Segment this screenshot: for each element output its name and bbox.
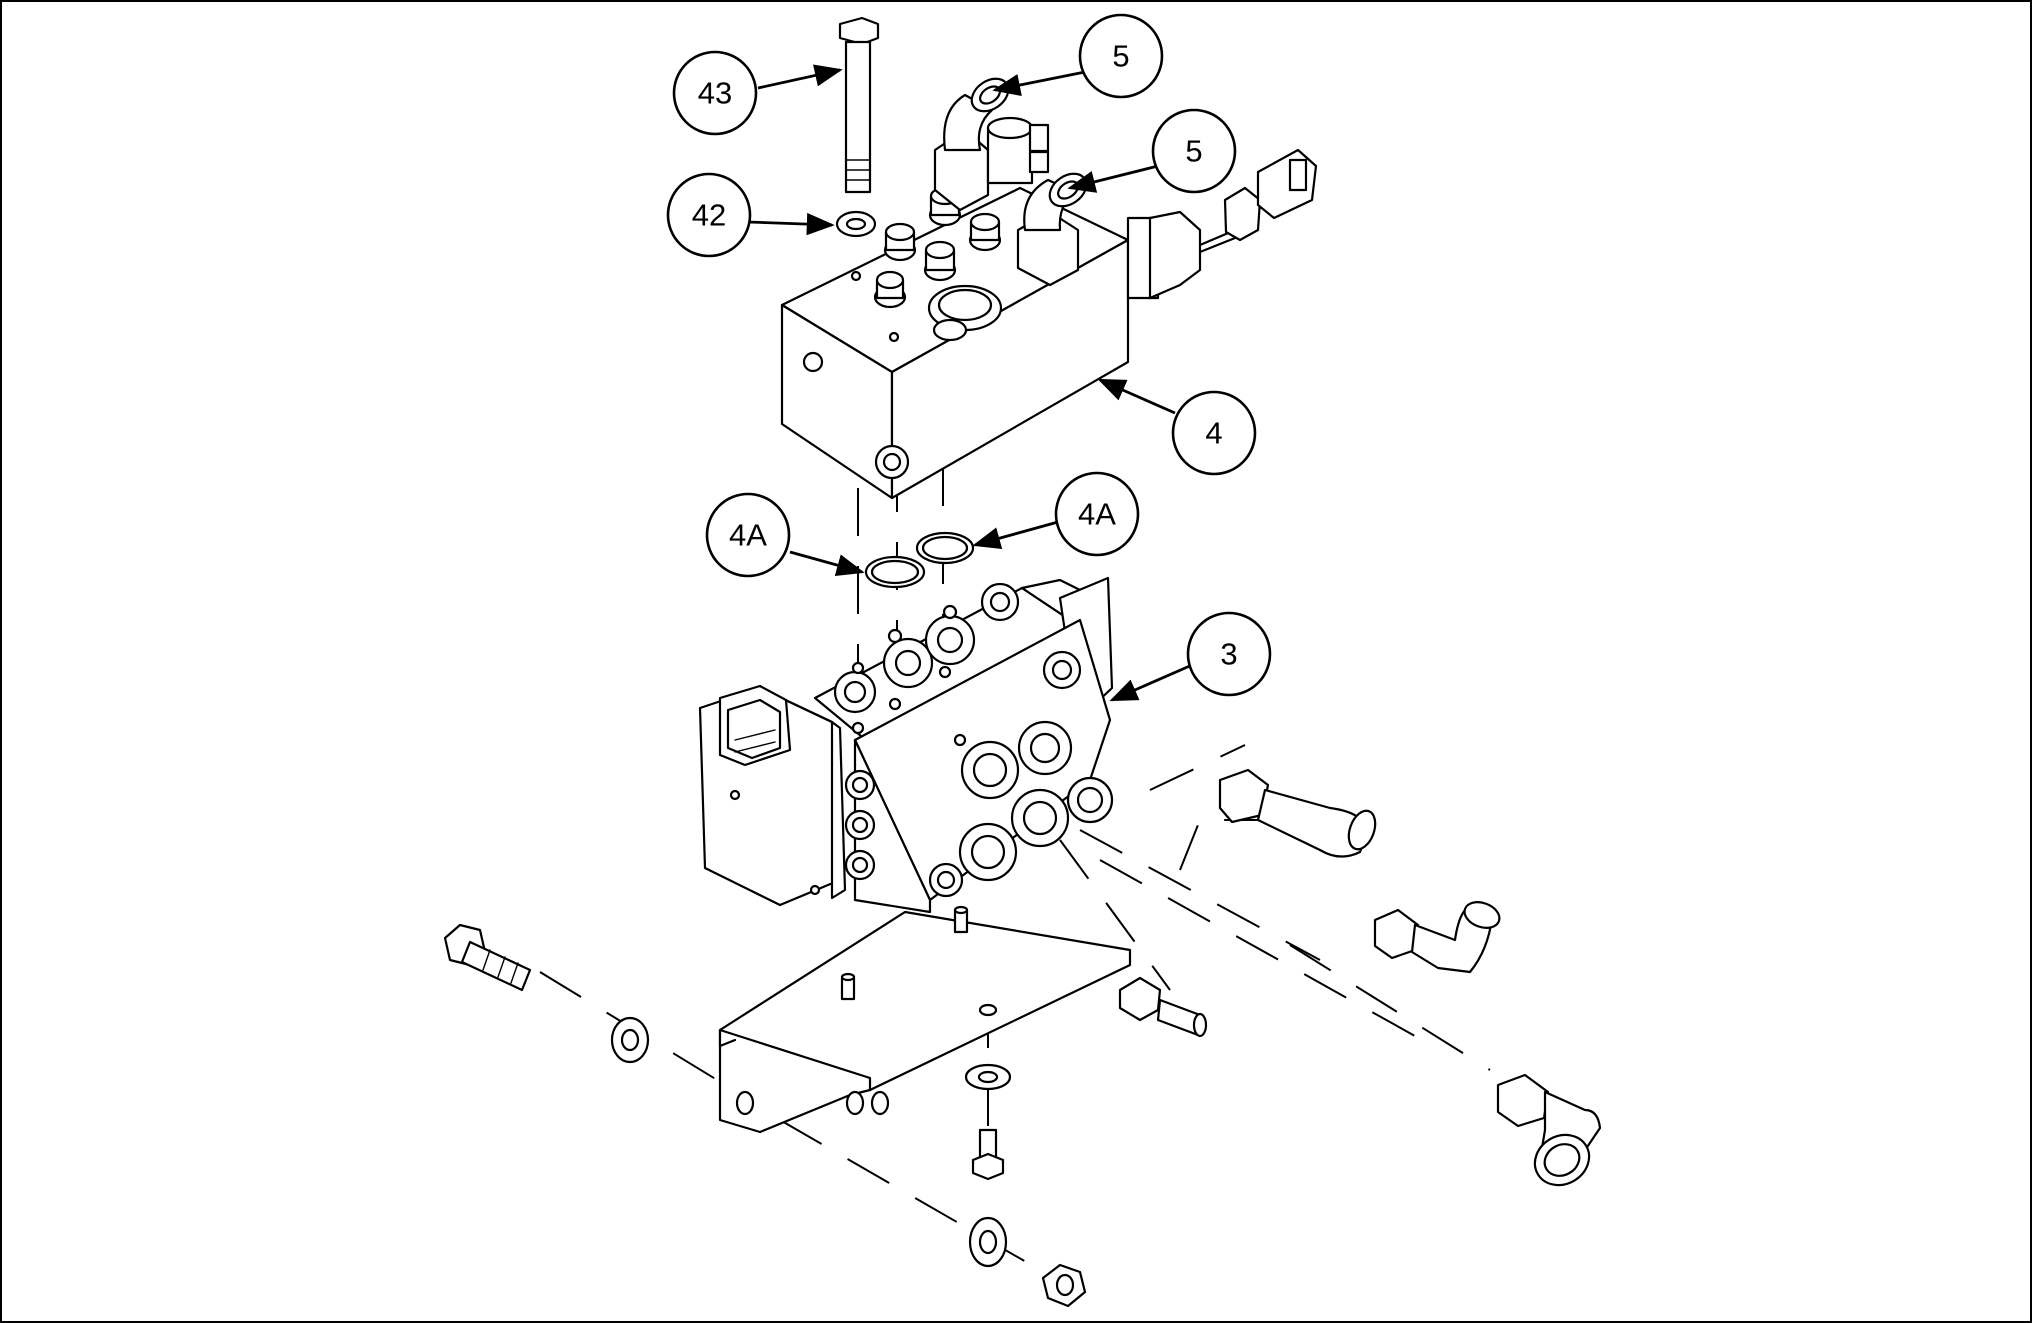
svg-text:3: 3	[1220, 637, 1237, 672]
side-bolt	[443, 923, 532, 992]
straight-fitting	[1218, 768, 1377, 858]
elbow-fitting-right-1	[1373, 901, 1501, 974]
callout-42: 42	[666, 172, 752, 258]
svg-text:43: 43	[698, 76, 732, 111]
bottom-nut	[1041, 1263, 1087, 1308]
o-ring-4a-left	[864, 555, 926, 589]
svg-text:42: 42	[692, 198, 726, 233]
bottom-washer	[968, 1216, 1008, 1268]
washer-42	[835, 210, 877, 238]
side-washer	[610, 1016, 650, 1064]
svg-text:5: 5	[1112, 39, 1129, 74]
callout-4a-right: 4A	[1054, 471, 1140, 557]
o-ring-4a-right	[915, 531, 975, 565]
valve-body-3	[698, 576, 1114, 914]
small-fitting	[1118, 976, 1208, 1038]
bolt-43	[838, 16, 880, 194]
svg-text:5: 5	[1185, 134, 1202, 169]
mounting-bracket	[718, 905, 1132, 1134]
callout-4a-left: 4A	[705, 492, 791, 578]
svg-text:4A: 4A	[729, 518, 767, 553]
callout-4: 4	[1171, 390, 1257, 476]
callout-5-middle: 5	[1151, 108, 1237, 194]
callout-5-top: 5	[1078, 13, 1164, 99]
callout-43: 43	[672, 50, 758, 136]
lower-washer	[964, 1063, 1012, 1091]
elbow-fitting-right-2	[1496, 1073, 1602, 1187]
callout-leaders	[747, 64, 1193, 702]
elbow-fitting-5a	[933, 77, 1050, 212]
manifold-block-4	[780, 148, 1318, 500]
svg-text:4A: 4A	[1078, 497, 1116, 532]
svg-text:4: 4	[1205, 416, 1222, 451]
callout-3: 3	[1186, 611, 1272, 697]
lower-bolt	[971, 1128, 1005, 1181]
